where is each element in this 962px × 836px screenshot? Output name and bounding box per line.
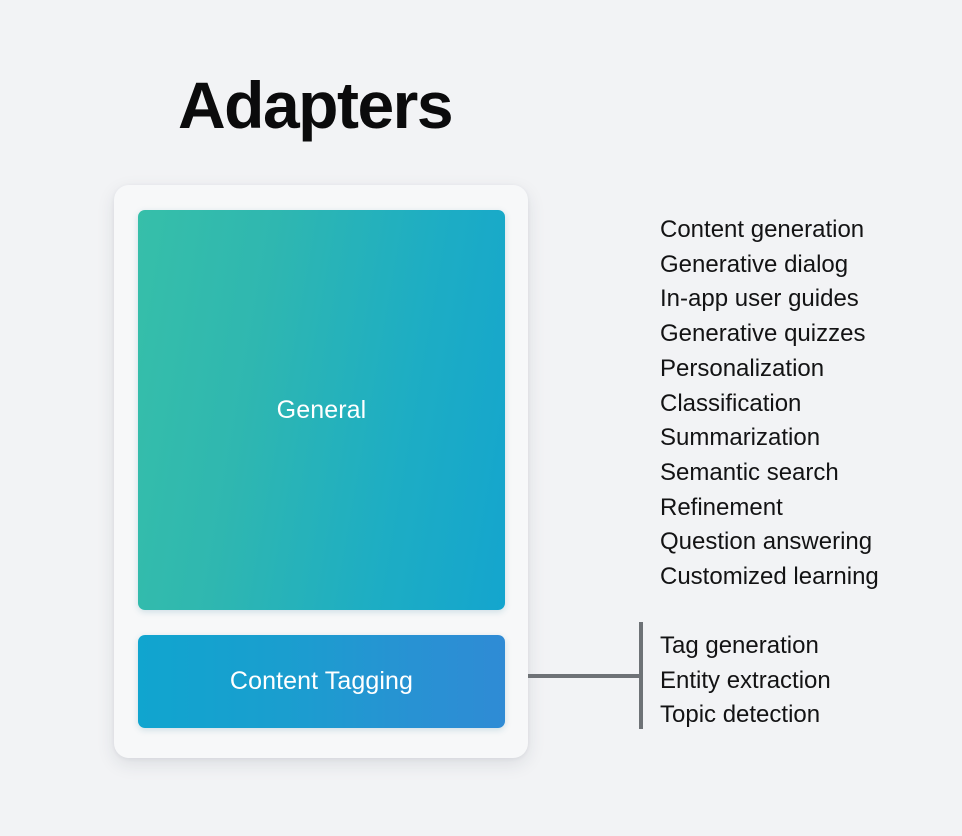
capability-list-item: Customized learning: [660, 563, 879, 591]
capability-list-item: Content generation: [660, 216, 865, 243]
capability-list-item: Classification: [660, 389, 802, 417]
capability-list-item: Generative quizzes: [660, 320, 866, 348]
capability-list-item: Topic detection: [660, 701, 821, 729]
capability-list-item: Question answering: [660, 528, 873, 556]
capability-list-item: Generative dialog: [660, 250, 849, 278]
adapters-card: General Content Tagging: [114, 185, 528, 758]
capability-list-item: Tag generation: [660, 632, 819, 659]
connector-bracket-vertical: [639, 622, 643, 729]
page-title: Adapters: [178, 68, 454, 142]
adapter-tile-general-label: General: [276, 395, 367, 424]
capability-list-item: Personalization: [660, 354, 825, 382]
adapter-tile-content-tagging-label: Content Tagging: [229, 667, 414, 695]
capability-list-item: Refinement: [660, 493, 783, 521]
adapter-tile-general[interactable]: General: [138, 210, 505, 610]
adapter-tile-content-tagging[interactable]: Content Tagging: [138, 635, 505, 728]
capability-list-item: Summarization: [660, 424, 821, 452]
capability-list-item: In-app user guides: [660, 285, 859, 313]
connector-line-horizontal: [528, 674, 643, 678]
capability-list-item: Entity extraction: [660, 666, 831, 694]
capability-list-item: Semantic search: [660, 458, 839, 486]
